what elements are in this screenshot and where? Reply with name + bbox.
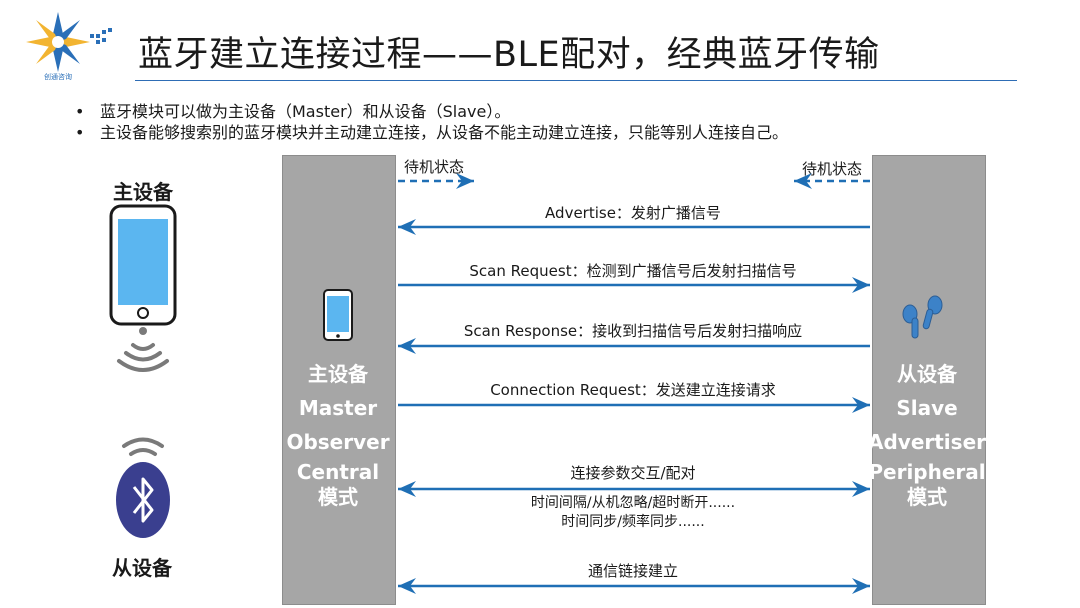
earbuds-icon — [902, 295, 943, 339]
slave-role-text: 从设备 Slave Advertiser Peripheral 模式 — [862, 357, 992, 509]
bullet-dot: • — [75, 123, 85, 142]
message-label: 连接参数交互/配对 — [570, 464, 695, 482]
master-device-label: 主设备 — [113, 180, 173, 204]
phone-icon — [323, 289, 353, 341]
bullet-text: 蓝牙模块可以做为主设备（Master）和从设备（Slave）。 — [100, 102, 511, 121]
slave-role-line: Peripheral — [868, 460, 986, 484]
slave-lifeline-panel — [872, 155, 986, 605]
slave-role-line: 从设备 — [897, 362, 957, 386]
bullet-dot: • — [75, 102, 85, 121]
slave-role-line: Advertiser — [867, 430, 986, 454]
message-note: 时间同步/频率同步...... — [561, 513, 704, 530]
sunburst-logo-icon: 创通咨询 — [26, 12, 112, 81]
slave-role-line: 模式 — [907, 485, 947, 509]
page-title: 蓝牙建立连接过程——BLE配对，经典蓝牙传输 — [138, 35, 880, 75]
phone-icon — [109, 204, 177, 326]
company-logo: 创通咨询 — [18, 10, 118, 82]
slave-device-label: 从设备 — [112, 556, 172, 580]
master-role-line: Observer — [286, 430, 390, 454]
bullet-item: • 主设备能够搜索别的蓝牙模块并主动建立连接，从设备不能主动建立连接，只能等别人连… — [75, 119, 788, 143]
bullet-item: • 蓝牙模块可以做为主设备（Master）和从设备（Slave）。 — [75, 98, 510, 122]
master-role-text: 主设备 Master Observer Central 模式 — [273, 357, 403, 509]
message-label: Scan Response：接收到扫描信号后发射扫描响应 — [464, 322, 802, 340]
svg-text:创通咨询: 创通咨询 — [44, 72, 72, 81]
message-note: 时间间隔/从机忽略/超时断开...... — [531, 495, 735, 511]
bluetooth-icon — [116, 437, 170, 538]
bullet-text: 主设备能够搜索别的蓝牙模块并主动建立连接，从设备不能主动建立连接，只能等别人连接… — [100, 123, 789, 142]
master-role-line: 模式 — [318, 485, 358, 509]
master-lifeline-panel — [282, 155, 396, 605]
message-label: 通信链接建立 — [588, 562, 678, 580]
message-label: Connection Request：发送建立连接请求 — [490, 381, 776, 399]
message-label: Advertise：发射广播信号 — [545, 204, 721, 222]
master-role-line: 主设备 — [308, 362, 368, 386]
slave-role-line: Slave — [896, 396, 958, 420]
master-role-line: Central — [296, 460, 380, 484]
master-role-line: Master — [298, 396, 378, 420]
standby-label-slave: 待机状态 — [802, 160, 862, 178]
message-label: Scan Request：检测到广播信号后发射扫描信号 — [469, 262, 796, 280]
signal-waves-icon — [117, 327, 169, 372]
title-divider — [135, 80, 1017, 81]
standby-label-master: 待机状态 — [404, 158, 464, 176]
